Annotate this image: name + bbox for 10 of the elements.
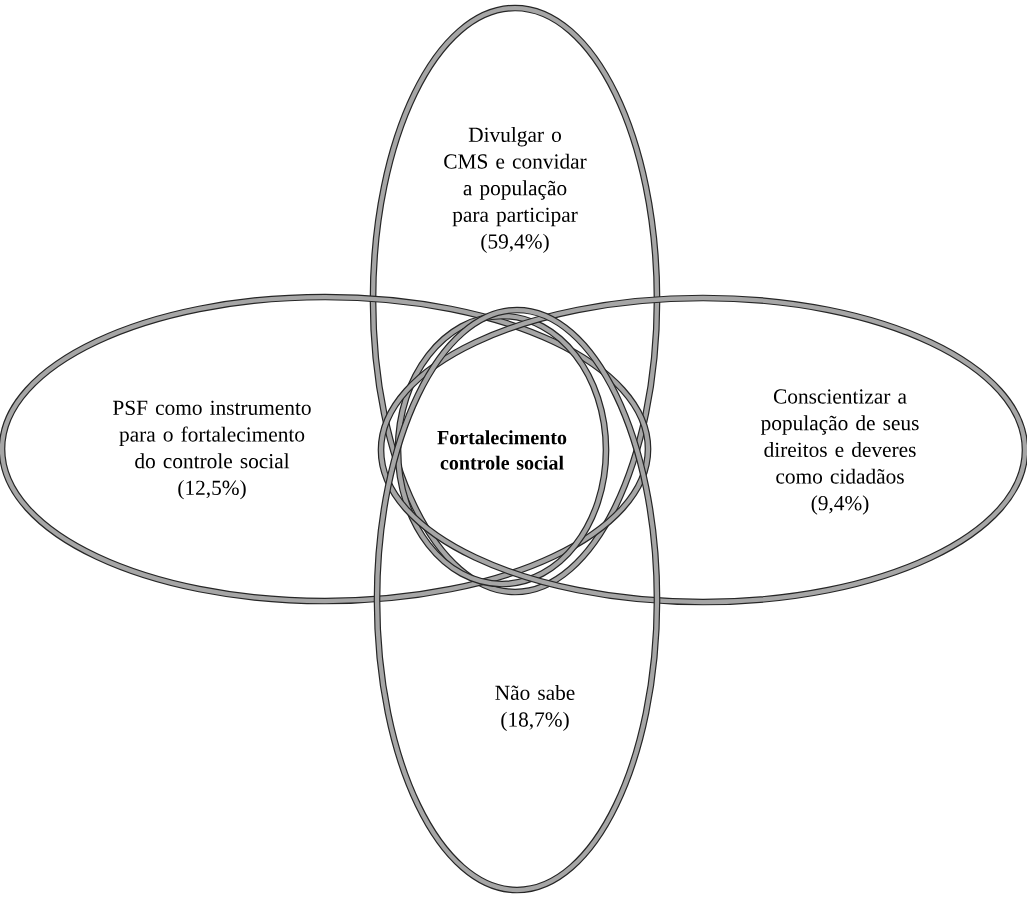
ellipse	[0, 293, 652, 605]
ellipse	[369, 4, 661, 596]
ellipse-label: Divulgar o CMS e convidar a população para participar (59,4%)	[444, 127, 587, 253]
ellipse	[394, 312, 610, 588]
ellipse	[377, 294, 1027, 606]
ellipse-label: Não sabe (18,7%)	[495, 685, 575, 731]
ellipse	[373, 306, 661, 894]
ellipse-label: PSF como instrumento para o fortalecimento do controle social (12,5%)	[113, 400, 311, 500]
ellipse-label: Conscientizar a população de seus direitos e deveres como cidadãos (9,4%)	[760, 389, 919, 515]
ellipse-label: Fortalecimento controle social	[437, 430, 567, 470]
